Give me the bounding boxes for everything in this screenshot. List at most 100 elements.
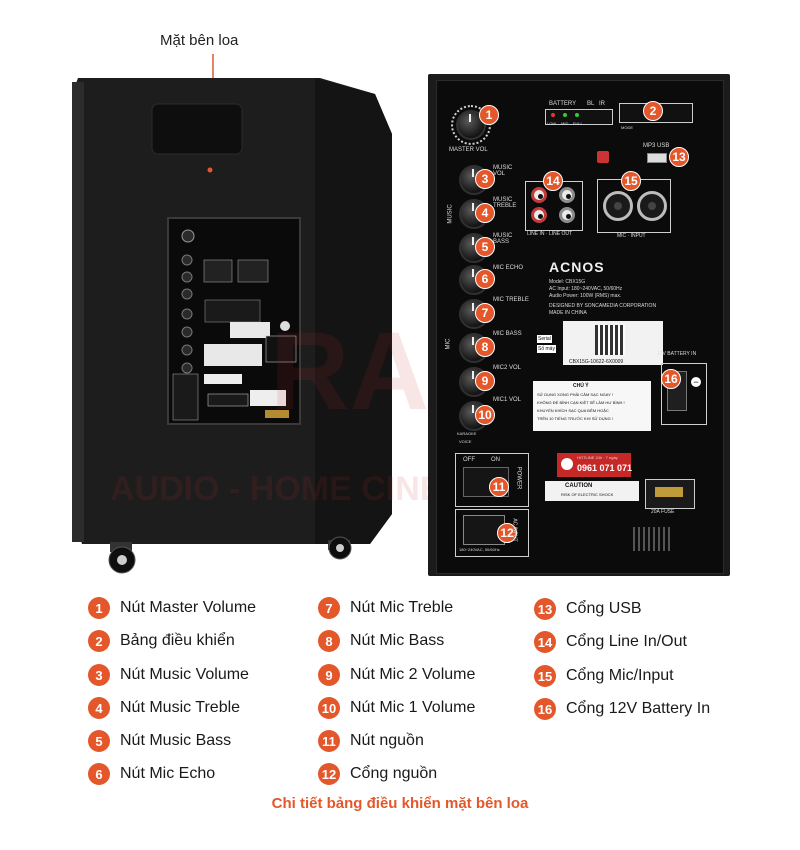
legend-number: 16	[534, 698, 556, 720]
hotline-number: 0961 071 071	[577, 463, 633, 473]
brand-logo: ACNOS	[549, 259, 605, 275]
legend-number: 2	[88, 630, 110, 652]
fuse-label: 20A FUSE	[651, 509, 675, 515]
ac-input-box	[455, 509, 529, 557]
badge-7: 7	[475, 303, 495, 323]
battery-in-box	[661, 363, 707, 425]
legend-number: 8	[318, 630, 340, 652]
mic-input-1[interactable]	[603, 191, 633, 221]
legend-item: 3 Nút Music Volume	[88, 663, 249, 687]
line-in-jack-1[interactable]	[531, 187, 547, 203]
warning-line: SỬ DỤNG XONG PHẢI CẮM SẠC NGAY !	[537, 392, 613, 397]
badge-12: 12	[497, 523, 517, 543]
master-vol-knob[interactable]	[456, 110, 486, 140]
low-label: LOW	[547, 121, 557, 126]
battery-label: BATTERY	[549, 101, 577, 107]
minus-icon: −	[691, 377, 701, 387]
battery-in-label: 12V BATTERY IN	[657, 351, 697, 357]
legend-text: Nút Music Volume	[120, 666, 249, 683]
legend-number: 15	[534, 665, 556, 687]
caution-sticker	[545, 481, 639, 501]
legend-text: Nút Mic 2 Volume	[350, 666, 476, 683]
master-vol-ring	[451, 105, 491, 145]
legend-item: 5 Nút Music Bass	[88, 729, 231, 753]
legend-item: 10 Nút Mic 1 Volume	[318, 696, 475, 720]
line-out-jack-2[interactable]	[559, 207, 575, 223]
model-text: Model: CBX15G	[549, 279, 586, 285]
legend-number: 5	[88, 730, 110, 752]
side-label: Mặt bên loa	[160, 32, 239, 49]
usb-port[interactable]	[647, 153, 667, 163]
legend-text: Nút Mic Echo	[120, 765, 216, 782]
legend-number: 3	[88, 664, 110, 686]
legend-text: Cổng 12V Battery In	[566, 700, 711, 717]
badge-5: 5	[475, 237, 495, 257]
off-label: OFF	[463, 457, 475, 463]
full-label: FULL	[573, 121, 583, 126]
made-in-text: MADE IN CHINA	[549, 310, 587, 316]
caption: Chi tiết bảng điều khiển mặt bên loa	[271, 795, 529, 812]
legend-item: 16 Cổng 12V Battery In	[534, 697, 710, 721]
legend-item: 6 Nút Mic Echo	[88, 762, 215, 786]
legend-text: Bảng điều khiển	[120, 632, 235, 649]
music-vol-label: MUSIC VOL	[493, 165, 513, 177]
serial-number: CBX15G-10622-6X0009	[569, 359, 624, 365]
legend-item: 8 Nút Mic Bass	[318, 629, 444, 653]
power-box	[455, 453, 529, 507]
badge-10: 10	[475, 405, 495, 425]
karaoke-label: KARAOKE	[457, 431, 477, 436]
mic-input-label: MIC · INPUT	[617, 233, 646, 239]
warning-line: KHUYẾN KHÍCH SẠC QUA ĐÊM HOẶC	[537, 408, 609, 413]
speaker-side-image	[70, 74, 410, 574]
legend-text: Cổng Line In/Out	[566, 633, 687, 650]
legend-text: Nút Mic 1 Volume	[350, 699, 476, 716]
warning-line: KHÔNG ĐỂ BÌNH CẠN KIỆT SẼ LÀM HƯ BÌNH !	[537, 400, 625, 405]
legend-number: 6	[88, 763, 110, 785]
legend-item: 2 Bảng điều khiển	[88, 629, 235, 653]
power-label: POWER	[515, 466, 522, 490]
hotline-label: HOTLINE 24h · 7 ngày	[577, 455, 618, 460]
line-in-jack-2[interactable]	[559, 187, 575, 203]
legend-text: Nút Music Bass	[120, 732, 232, 749]
badge-8: 8	[475, 337, 495, 357]
fuse-icon	[655, 487, 683, 497]
legend-number: 9	[318, 664, 340, 686]
caution-title: CAUTION	[565, 483, 593, 489]
caution-sub: RISK OF ELECTRIC SHOCK	[561, 492, 614, 497]
mic1-vol-label: MIC1 VOL	[493, 397, 522, 403]
legend-item: 9 Nút Mic 2 Volume	[318, 663, 475, 687]
legend-text: Nút Mic Bass	[350, 632, 445, 649]
badge-4: 4	[475, 203, 495, 223]
bl-label: BL	[587, 101, 595, 107]
control-panel: MASTER VOL BATTERY BL IR LOW MID FULL MO…	[436, 80, 724, 574]
vent-grille	[633, 527, 673, 551]
legend-text: Cổng Mic/Input	[566, 667, 674, 684]
mic-treble-label: MIC TREBLE	[493, 297, 529, 303]
power-rating: 180~240VAC, 50/60Hz	[459, 547, 500, 552]
mic-echo-label: MIC ECHO	[493, 265, 523, 271]
voice-label: VOICE	[459, 439, 472, 444]
legend-number: 14	[534, 631, 556, 653]
mic-bass-label: MIC BASS	[493, 331, 522, 337]
legend-text: Cổng nguồn	[350, 765, 438, 782]
legend-item: 11 Nút nguồn	[318, 729, 424, 753]
music-treble-label: MUSIC TREBLE	[493, 197, 517, 209]
legend-text: Nút Mic Treble	[350, 599, 454, 616]
legend-item: 14 Cổng Line In/Out	[534, 630, 687, 654]
mic-input-2[interactable]	[637, 191, 667, 221]
ac-input-text: AC Input: 180~240VAC, 50/60Hz	[549, 286, 623, 292]
line-out-jack-1[interactable]	[531, 207, 547, 223]
legend-item: 4 Nút Music Treble	[88, 696, 240, 720]
badge-11: 11	[489, 477, 509, 497]
usb-label: MP3 USB	[643, 143, 670, 149]
led-low	[551, 113, 555, 117]
legend-item: 1 Nút Master Volume	[88, 596, 256, 620]
badge-3: 3	[475, 169, 495, 189]
ir-label: IR	[599, 101, 605, 107]
legend-number: 7	[318, 597, 340, 619]
designed-by-text: DESIGNED BY SONCAMEDIA CORPORATION	[549, 303, 657, 309]
legend-number: 12	[318, 763, 340, 785]
serial-label: Serial	[537, 335, 552, 343]
legend-text: Nút Master Volume	[120, 599, 257, 616]
mode-label: MODE	[621, 125, 633, 130]
